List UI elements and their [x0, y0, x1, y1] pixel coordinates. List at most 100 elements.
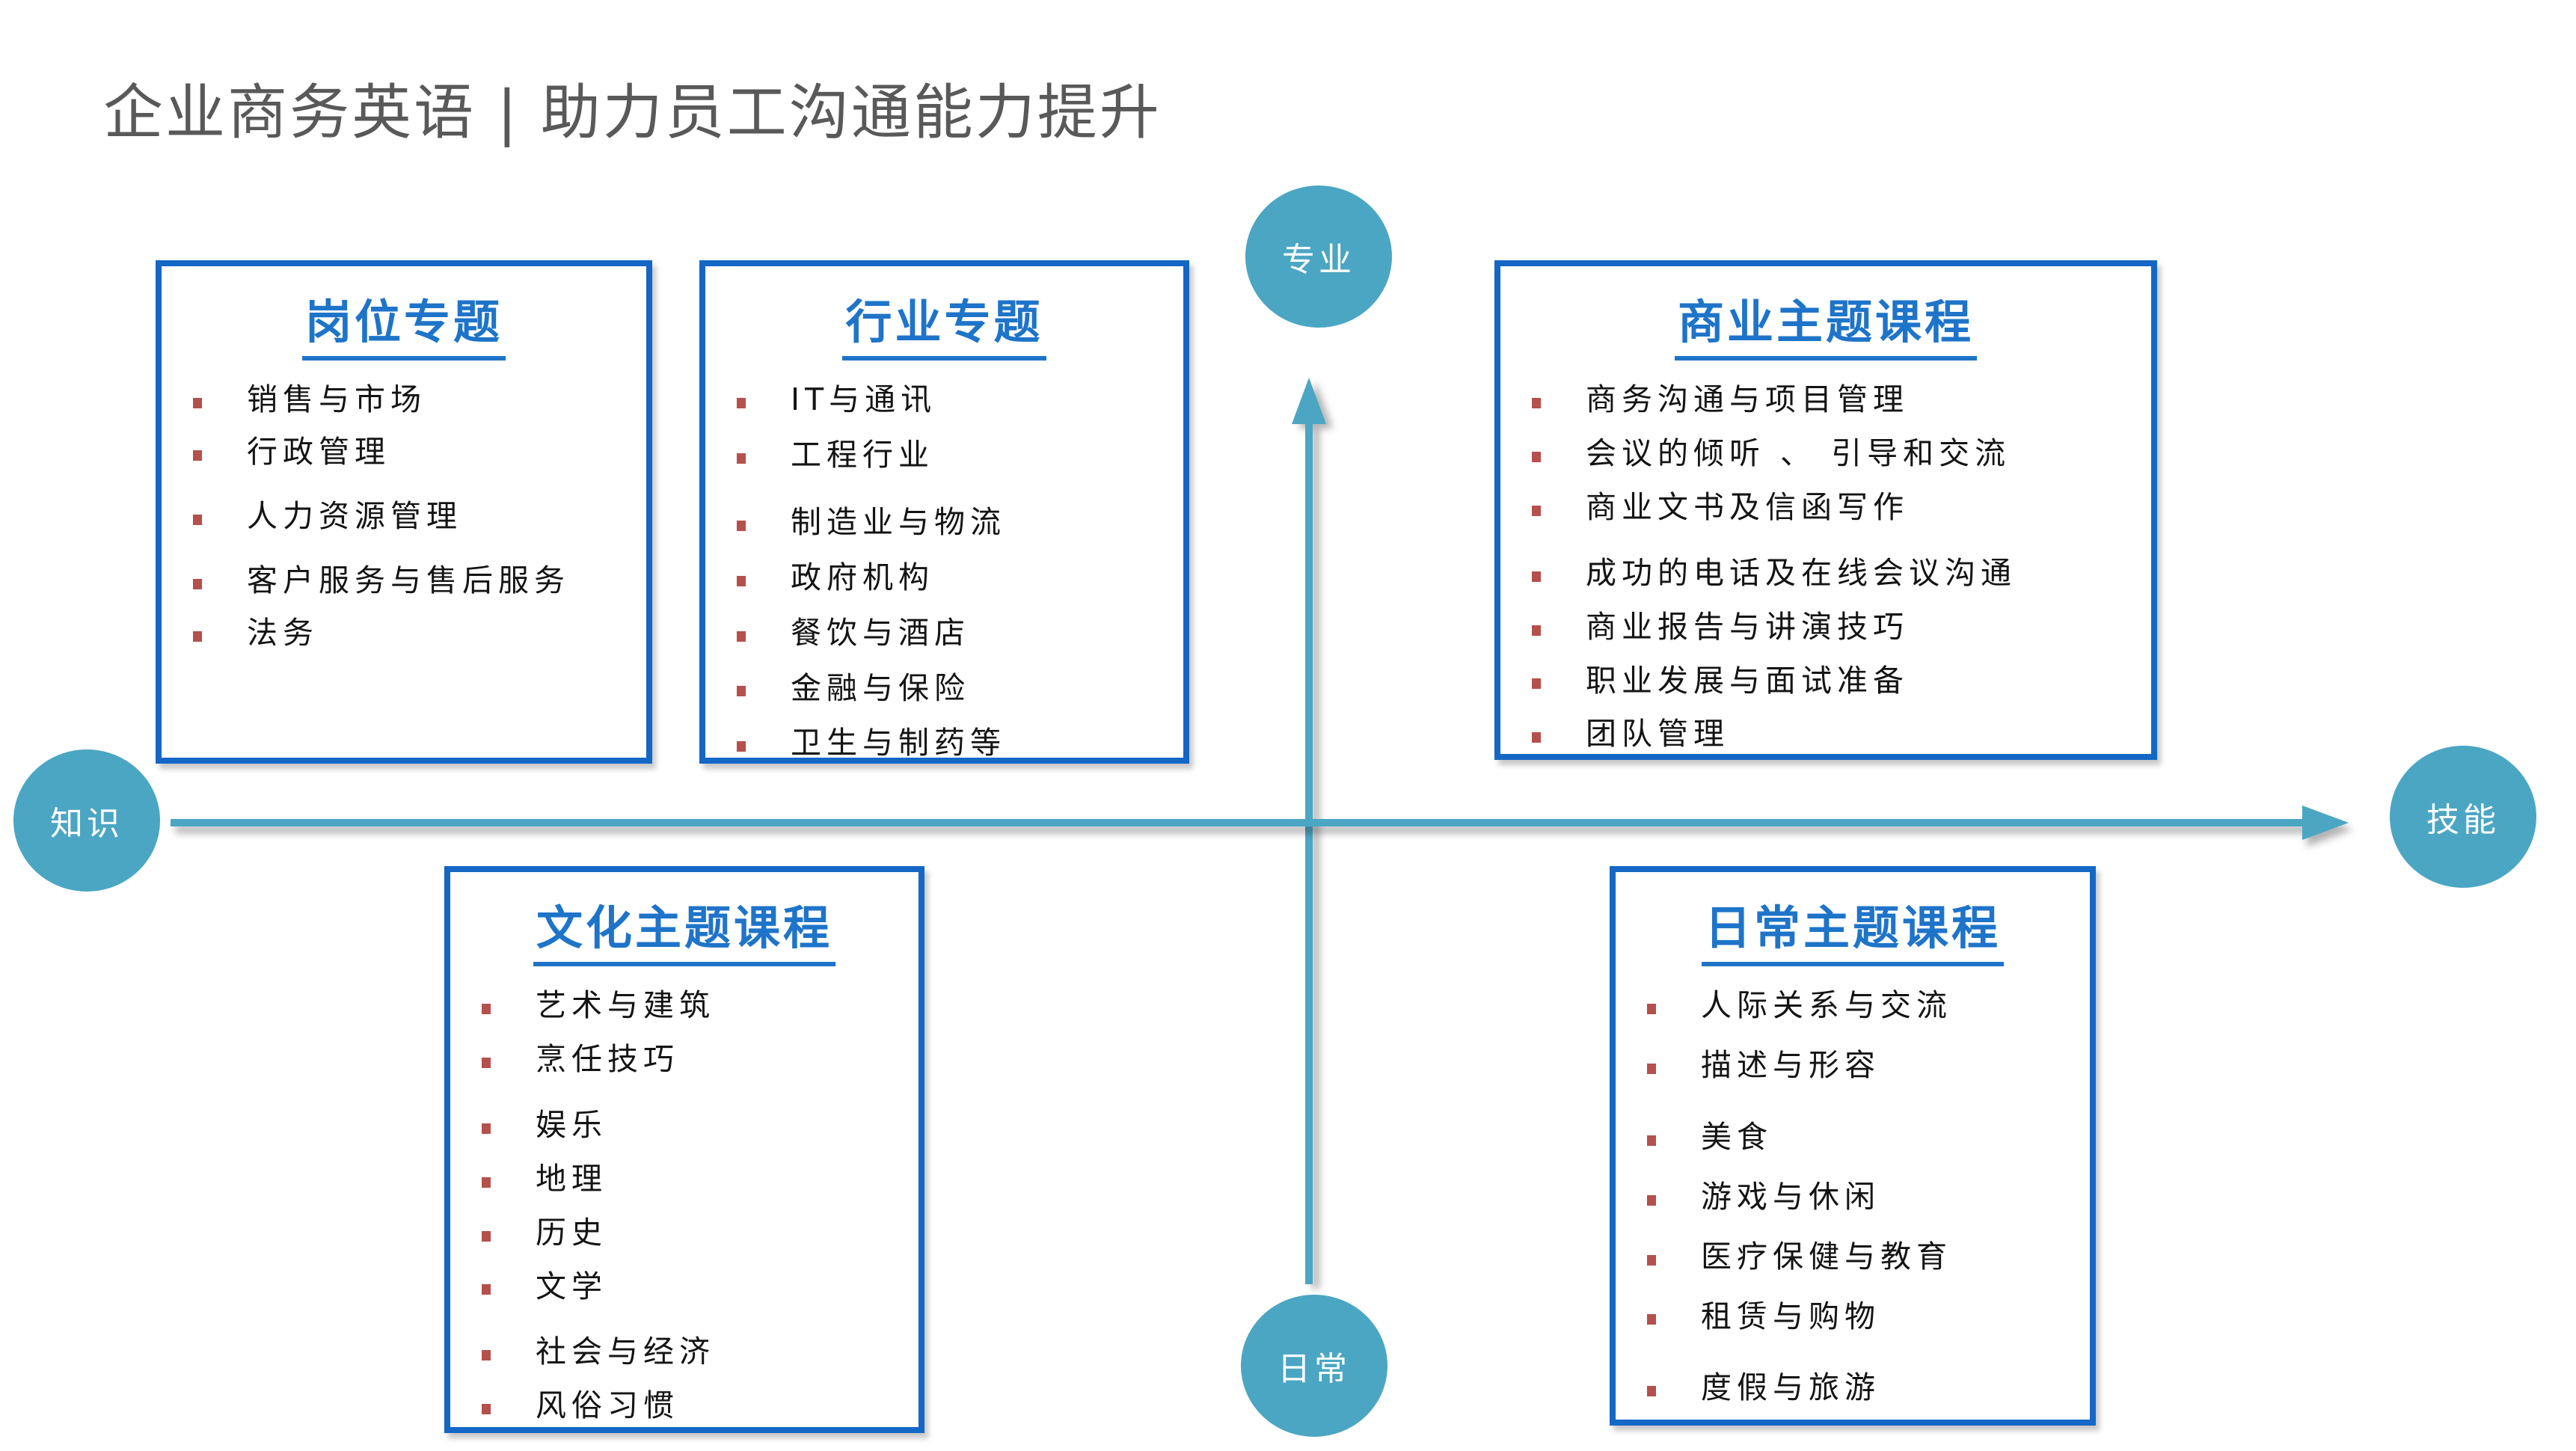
list-item: 租赁与购物: [1647, 1298, 2082, 1334]
box-title: 日常主题课程: [1616, 890, 2090, 966]
list-item: 客户服务与售后服务: [193, 562, 639, 598]
bullet-icon: [1532, 505, 1541, 516]
list-item: 地理: [482, 1162, 911, 1197]
item-text: 社会与经济: [536, 1334, 715, 1370]
bullet-icon: [1647, 1063, 1656, 1074]
bullet-icon: [482, 1003, 491, 1014]
list-item: 行政管理: [193, 435, 639, 470]
bullet-icon: [1532, 571, 1541, 582]
bullet-icon: [1532, 732, 1541, 743]
list-item: 人际关系与交流: [1647, 987, 2082, 1023]
bullet-icon: [737, 453, 746, 464]
item-text: 烹任技巧: [536, 1040, 679, 1077]
item-text: 商业报告与讲演技巧: [1586, 608, 1909, 645]
business-theme-box: 商业主题课程 商务沟通与项目管理 会议的倾听 、 引导和交流 商业文书及信函写作…: [1494, 260, 2157, 760]
bullet-icon: [737, 575, 746, 586]
axis-label-daily: 日常: [1241, 1295, 1387, 1437]
list-item: IT与通讯: [737, 382, 1176, 417]
industry-topics-box: 行业专题 IT与通讯 工程行业 制造业与物流 政府机构 餐饮与酒店 金融与保险 …: [699, 260, 1189, 764]
box-title: 行业专题: [705, 284, 1183, 361]
list-item: 成功的电话及在线会议沟通: [1532, 556, 2144, 591]
bullet-icon: [482, 1350, 491, 1361]
axis-label-text: 日常: [1278, 1350, 1351, 1388]
topic-list: 销售与市场 行政管理 人力资源管理 客户服务与售后服务 法务: [162, 382, 646, 651]
topic-list: IT与通讯 工程行业 制造业与物流 政府机构 餐饮与酒店 金融与保险 卫生与制药…: [705, 382, 1183, 761]
bullet-icon: [1647, 1003, 1656, 1014]
item-text: 金融与保险: [791, 669, 970, 706]
list-item: 会议的倾听 、 引导和交流: [1532, 436, 2144, 471]
axis-label-skill: 技能: [2390, 746, 2536, 888]
item-text: 团队管理: [1586, 716, 1729, 752]
arrow-up-icon: [1292, 378, 1326, 424]
list-item: 度假与旅游: [1647, 1371, 2082, 1405]
item-text: 人际关系与交流: [1701, 987, 1952, 1023]
list-item: 社会与经济: [482, 1335, 911, 1369]
topic-list: 商务沟通与项目管理 会议的倾听 、 引导和交流 商业文书及信函写作 成功的电话及…: [1500, 381, 2151, 752]
item-text: 商务沟通与项目管理: [1586, 381, 1909, 417]
horizontal-axis: [171, 806, 2349, 840]
list-item: 职业发展与面试准备: [1532, 662, 2144, 699]
axis-label-knowledge: 知识: [13, 749, 160, 892]
bullet-icon: [1647, 1135, 1656, 1146]
item-text: 法务: [247, 614, 319, 651]
item-text: 成功的电话及在线会议沟通: [1586, 554, 2017, 591]
bullet-icon: [193, 450, 202, 461]
item-text: 商业文书及信函写作: [1586, 488, 1909, 525]
axis-label-text: 专业: [1282, 241, 1355, 279]
item-text: 工程行业: [791, 436, 934, 473]
bullet-icon: [1647, 1254, 1656, 1266]
bullet-icon: [193, 397, 202, 408]
item-text: 人力资源管理: [247, 497, 462, 534]
bullet-icon: [193, 514, 202, 525]
list-item: 政府机构: [737, 559, 1176, 595]
list-item: 医疗保健与教育: [1647, 1238, 2082, 1274]
axis-label-text: 技能: [2426, 801, 2500, 839]
bullet-icon: [482, 1123, 491, 1134]
axis-label-text: 知识: [50, 805, 123, 843]
bullet-icon: [1532, 678, 1541, 690]
culture-theme-box: 文化主题课程 艺术与建筑 烹任技巧 娱乐 地理 历史 文学 社会与经济 风俗习惯: [444, 866, 924, 1433]
list-item: 工程行业: [737, 438, 1176, 473]
item-text: 医疗保健与教育: [1701, 1238, 1952, 1274]
list-item: 历史: [482, 1215, 911, 1251]
bullet-icon: [1647, 1194, 1656, 1206]
item-text: 餐饮与酒店: [791, 614, 970, 651]
bullet-icon: [1532, 451, 1541, 462]
list-item: 艺术与建筑: [482, 988, 911, 1023]
item-text: 政府机构: [791, 559, 934, 595]
bullet-icon: [1532, 397, 1541, 408]
item-text: 度假与旅游: [1701, 1369, 1880, 1406]
list-item: 商业文书及信函写作: [1532, 488, 2144, 525]
bullet-icon: [193, 631, 202, 642]
topic-list: 艺术与建筑 烹任技巧 娱乐 地理 历史 文学 社会与经济 风俗习惯: [450, 988, 919, 1423]
page-title: 企业商务英语 | 助力员工沟通能力提升: [103, 78, 1162, 147]
list-item: 烹任技巧: [482, 1040, 911, 1077]
bullet-icon: [482, 1404, 491, 1415]
list-item: 风俗习惯: [482, 1388, 911, 1423]
bullet-icon: [737, 397, 746, 408]
bullet-icon: [1532, 625, 1541, 636]
item-text: 娱乐: [536, 1106, 607, 1143]
list-item: 餐饮与酒店: [737, 616, 1176, 651]
item-text: 地理: [536, 1160, 607, 1197]
item-text: 行政管理: [247, 433, 390, 470]
item-text: 租赁与购物: [1701, 1298, 1880, 1334]
item-text: 职业发展与面试准备: [1586, 662, 1909, 699]
item-text: 美食: [1701, 1118, 1773, 1155]
bullet-icon: [1647, 1386, 1656, 1397]
item-text: 客户服务与售后服务: [247, 562, 570, 598]
list-item: 文学: [482, 1269, 911, 1304]
list-item: 娱乐: [482, 1108, 911, 1143]
bullet-icon: [1647, 1314, 1656, 1325]
list-item: 制造业与物流: [737, 503, 1176, 540]
list-item: 描述与形容: [1647, 1046, 2082, 1083]
horizontal-axis-line: [171, 819, 2307, 826]
bullet-icon: [193, 578, 202, 589]
arrow-right-icon: [2302, 806, 2349, 840]
item-text: 制造业与物流: [791, 503, 1006, 540]
item-text: 描述与形容: [1701, 1046, 1880, 1083]
bullet-icon: [737, 520, 746, 531]
list-item: 团队管理: [1532, 717, 2144, 752]
list-item: 美食: [1647, 1120, 2082, 1155]
bullet-icon: [482, 1284, 491, 1295]
